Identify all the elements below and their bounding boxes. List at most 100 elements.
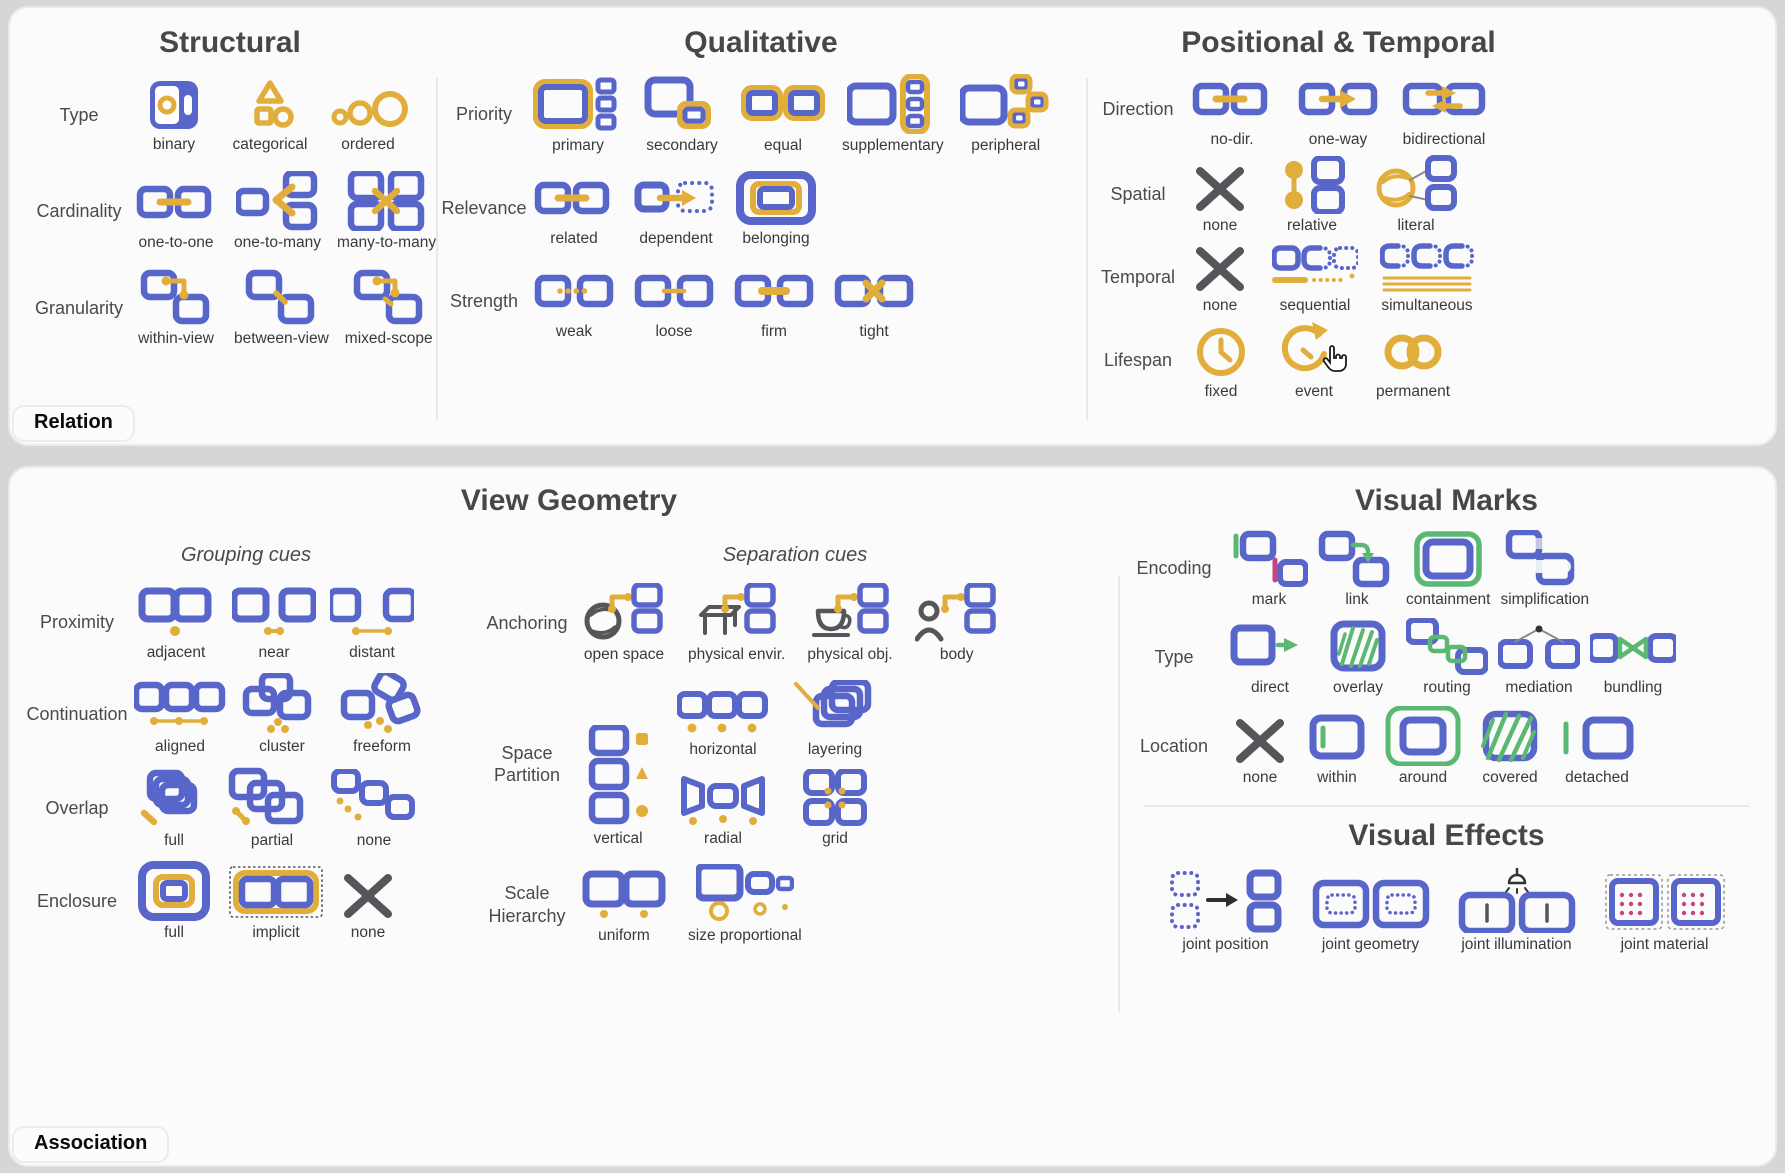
item-label: tight — [859, 323, 889, 340]
permanent-icon — [1376, 324, 1450, 380]
row-label: Relevance — [441, 198, 527, 219]
item-label: adjacent — [146, 644, 206, 661]
joint-illumination-icon — [1458, 867, 1576, 933]
item-label: none — [1202, 217, 1238, 234]
row-label: Proximity — [39, 612, 114, 633]
item-label: literal — [1397, 217, 1435, 234]
partition-grid-icon — [796, 769, 874, 827]
belonging-icon — [736, 169, 816, 227]
item-label: routing — [1423, 679, 1471, 696]
joint-material-icon — [1604, 871, 1726, 933]
joint-position-icon — [1168, 869, 1284, 933]
item-label: simultaneous — [1381, 297, 1473, 314]
item-partial: partial — [228, 767, 316, 850]
item-label: radial — [704, 830, 742, 847]
peripheral-icon — [959, 74, 1052, 134]
row-items: weak loose firm tight — [532, 262, 1086, 341]
item-label: link — [1345, 591, 1369, 608]
item-loose: loose — [632, 262, 716, 341]
scale-uniform-icon — [582, 868, 666, 924]
item-label: overlay — [1333, 679, 1383, 696]
item-aligned: aligned — [134, 677, 226, 756]
event-icon — [1274, 320, 1354, 380]
detached-icon — [1558, 712, 1636, 766]
simplification-icon — [1505, 530, 1585, 588]
item-label: body — [939, 646, 974, 663]
row-label: Encoding — [1136, 558, 1212, 579]
scale-size-proportional-icon — [695, 864, 794, 924]
firm-icon — [732, 262, 816, 320]
row-label: Overlap — [45, 798, 109, 819]
adjacent-icon — [134, 583, 218, 641]
dependent-icon — [632, 169, 720, 227]
equal-icon — [740, 76, 826, 134]
row-label: Lifespan — [1103, 350, 1173, 371]
item-label: one-to-one — [138, 234, 214, 251]
item-label: firm — [761, 323, 787, 340]
none-x-icon — [1190, 164, 1250, 214]
item-label: joint position — [1182, 936, 1269, 953]
item-relative: relative — [1272, 156, 1352, 235]
item-dependent: dependent — [632, 169, 720, 248]
item-fixed: fixed — [1190, 324, 1252, 401]
item-label: weak — [555, 323, 593, 340]
mark-icon — [1230, 528, 1308, 588]
row-label: Priority — [455, 104, 512, 125]
fixed-icon — [1190, 324, 1252, 380]
row-label: Temporal — [1100, 267, 1176, 288]
item-label: aligned — [155, 738, 205, 755]
item-label: detached — [1565, 769, 1629, 786]
partition-layering-icon — [792, 680, 878, 738]
item-peripheral: peripheral — [959, 74, 1052, 155]
item-permanent: permanent — [1376, 324, 1450, 401]
item-label: containment — [1406, 591, 1491, 608]
item-direct: direct — [1230, 622, 1310, 697]
mediation-icon — [1498, 620, 1580, 676]
item-label: bundling — [1603, 679, 1663, 696]
item-link: link — [1318, 530, 1396, 609]
item-none: none — [1190, 244, 1250, 315]
item-label: uniform — [598, 927, 650, 944]
section-title-structural: Structural — [159, 26, 301, 59]
item-binary: binary — [134, 77, 214, 154]
containment-icon — [1409, 530, 1487, 588]
primary-icon — [532, 76, 624, 134]
item-label: size proportional — [688, 927, 802, 944]
item-mixed-scope: mixed-scope — [345, 269, 433, 348]
item-label: near — [258, 644, 290, 661]
item-label: horizontal — [689, 741, 757, 758]
item-one-to-many: one-to-many — [234, 171, 321, 252]
categorical-icon — [230, 77, 310, 133]
item-label: within — [1317, 769, 1357, 786]
item-label: bidirectional — [1402, 131, 1486, 148]
row-label: Space Partition — [493, 742, 561, 786]
item-label: equal — [764, 137, 802, 154]
freeform-icon — [338, 673, 426, 735]
cluster-icon — [240, 673, 324, 735]
item-layering: layering — [792, 680, 878, 759]
item-body: body — [914, 583, 999, 664]
item-bundling: bundling — [1590, 622, 1676, 697]
item-freeform: freeform — [338, 673, 426, 756]
tight-icon — [832, 262, 916, 320]
item-label: peripheral — [971, 137, 1041, 154]
item-label: within-view — [138, 330, 214, 347]
item-label: primary — [552, 137, 604, 154]
within-icon — [1300, 712, 1374, 766]
